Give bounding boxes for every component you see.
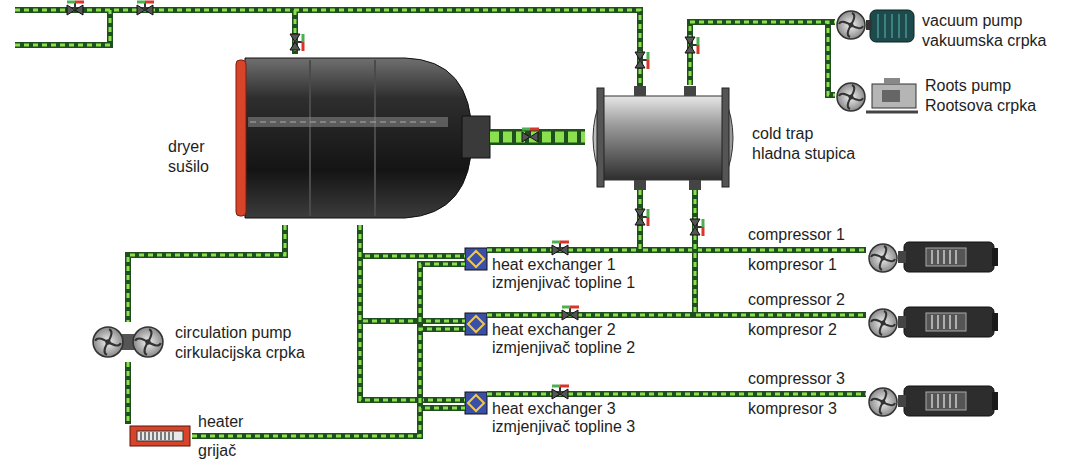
- component-label: compressor 1: [748, 226, 845, 244]
- cold-trap-node: cold traphladna stupica: [585, 85, 745, 190]
- component-label-translation: kompresor 2: [748, 321, 837, 339]
- pipe-connector: [128, 362, 129, 424]
- pipe-connector: [192, 408, 465, 436]
- pipe-connector: [690, 22, 835, 85]
- component-label: compressor 3: [748, 370, 845, 388]
- pipe-connector: [360, 225, 465, 400]
- component-label-translation: hladna stupica: [752, 145, 855, 163]
- compressor-node: compressor 1kompresor 1: [866, 238, 998, 276]
- component-label-translation: cirkulacijska crpka: [175, 344, 305, 362]
- valve-symbol: [67, 2, 703, 399]
- component-label: Roots pump: [925, 77, 1011, 95]
- heat-exchanger-symbol: [465, 248, 487, 414]
- component-label-translation: kompresor 3: [748, 400, 837, 418]
- circulation-pump-node: circulation pumpcirkulacijska crpka: [88, 322, 170, 362]
- heat-exchanger-node: heat exchanger 2izmjenjivač topline 2: [465, 313, 487, 335]
- component-label-translation: izmjenjivač topline 2: [492, 339, 635, 357]
- roots-pump-node: Roots pumpRootsova crpka: [835, 78, 920, 114]
- pipe-connector: [360, 225, 465, 321]
- component-label: heat exchanger 3: [492, 400, 616, 418]
- component-label: compressor 2: [748, 291, 845, 309]
- pipe-connector: [640, 190, 866, 250]
- component-label-translation: kompresor 1: [748, 256, 837, 274]
- component-label: heater: [198, 413, 243, 431]
- heat-exchanger-node: heat exchanger 1izmjenjivač topline 1: [465, 248, 487, 270]
- cold-trap-vessel: [593, 86, 733, 190]
- heater-node: heatergrijač: [126, 424, 192, 448]
- component-label-translation: sušilo: [168, 158, 209, 176]
- heat-exchanger-node: heat exchanger 3izmjenjivač topline 3: [465, 392, 487, 414]
- pipe-connector: [360, 225, 465, 256]
- pipe-connector: [128, 225, 285, 322]
- vacuum-pump-node: vacuum pumpvakuumska crpka: [835, 5, 917, 47]
- component-label: heat exchanger 1: [492, 256, 616, 274]
- component-label: dryer: [168, 138, 204, 156]
- pipe-connector: [695, 190, 866, 315]
- component-label-translation: grijač: [198, 442, 236, 460]
- pipe-connector: [690, 22, 835, 95]
- component-label: vacuum pump: [922, 12, 1023, 30]
- compressor-node: compressor 2kompresor 2: [866, 303, 998, 341]
- dryer-node: dryersušilo: [236, 52, 490, 225]
- compressor-symbol: [869, 242, 998, 416]
- heater-symbol: [130, 426, 190, 446]
- circulation-pump-symbol: [93, 327, 163, 357]
- component-label-translation: vakuumska crpka: [922, 32, 1047, 50]
- component-label: cold trap: [752, 125, 813, 143]
- vacuum-pump-symbol: [837, 10, 914, 42]
- compressor-node: compressor 3kompresor 3: [866, 382, 998, 420]
- component-label-translation: izmjenjivač topline 1: [492, 274, 635, 292]
- component-label-translation: Rootsova crpka: [925, 97, 1036, 115]
- dryer-vessel: [236, 58, 490, 218]
- component-label: circulation pump: [175, 324, 292, 342]
- roots-pump-symbol: [837, 78, 918, 112]
- pipe-connector: [487, 394, 866, 395]
- component-label: heat exchanger 2: [492, 321, 616, 339]
- component-label-translation: izmjenjivač topline 3: [492, 418, 635, 436]
